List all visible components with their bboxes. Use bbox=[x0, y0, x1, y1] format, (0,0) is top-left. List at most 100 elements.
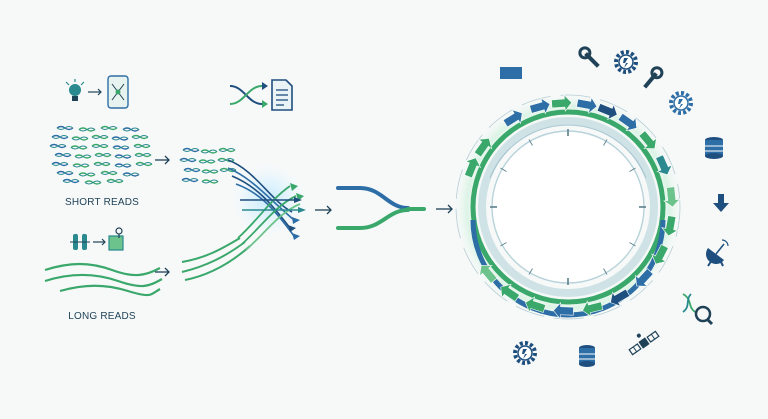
arrow-right-icon bbox=[155, 155, 170, 165]
ring-tick bbox=[629, 167, 636, 172]
ring-ticks bbox=[490, 129, 646, 285]
inner-arc-highlight bbox=[489, 124, 647, 179]
short-read-glyph bbox=[100, 125, 118, 131]
short-read-glyph bbox=[51, 161, 69, 167]
short-read-glyph bbox=[62, 178, 80, 184]
short-read-glyph bbox=[51, 134, 69, 140]
ring-tick bbox=[603, 139, 608, 146]
gene-arrow bbox=[655, 154, 673, 176]
gene-arrow bbox=[635, 268, 654, 287]
arrow-right-icon bbox=[315, 205, 332, 215]
short-read-glyph bbox=[54, 152, 72, 158]
short-read-glyph bbox=[78, 172, 96, 177]
gene-arrow bbox=[464, 157, 482, 179]
short-reads-cluster bbox=[49, 125, 153, 185]
gene-arrow bbox=[479, 265, 498, 284]
blue-block-icon bbox=[500, 67, 522, 79]
short-read-glyph bbox=[182, 147, 200, 153]
short-read-glyph bbox=[122, 127, 140, 132]
merging-reads-bundle bbox=[227, 159, 306, 251]
wrench-icon bbox=[578, 46, 600, 68]
gene-arrow bbox=[617, 112, 638, 132]
short-read-glyph bbox=[56, 125, 74, 131]
short-read-glyph bbox=[84, 180, 102, 185]
short-read-glyph bbox=[93, 161, 111, 167]
gene-arrow bbox=[502, 109, 523, 128]
ring-tick bbox=[629, 242, 636, 247]
genome-ring-outer bbox=[470, 109, 666, 305]
short-read-glyph bbox=[131, 134, 149, 140]
ring-tick bbox=[528, 139, 533, 146]
arrow-right-icon bbox=[436, 204, 453, 214]
short-read-glyph bbox=[122, 172, 140, 177]
ring-tick bbox=[528, 268, 533, 275]
short-read-glyph bbox=[56, 170, 74, 176]
short-read-glyph bbox=[134, 152, 152, 158]
document-icon bbox=[271, 79, 293, 111]
satellite-icon bbox=[628, 330, 660, 356]
genome-ring-middle bbox=[478, 117, 658, 297]
short-read-glyph bbox=[78, 127, 96, 132]
short-read-glyph bbox=[133, 143, 151, 149]
gene-arrow bbox=[582, 300, 604, 318]
gene-arrow bbox=[500, 283, 520, 302]
arrow-right-icon bbox=[88, 88, 102, 96]
arrow-right-icon bbox=[155, 267, 170, 277]
gene-arrow bbox=[553, 301, 574, 320]
gene-arrow bbox=[529, 97, 551, 115]
database-icon bbox=[579, 345, 595, 367]
short-read-glyph bbox=[112, 145, 130, 150]
short-read-glyph bbox=[74, 154, 92, 159]
gene-arrow bbox=[576, 96, 598, 114]
gene-arrow bbox=[473, 137, 493, 158]
gear-icon bbox=[669, 91, 693, 115]
ring-tick bbox=[500, 242, 507, 247]
short-read-glyph bbox=[179, 157, 197, 163]
database-icon bbox=[705, 137, 723, 159]
shuffle-icon bbox=[229, 82, 268, 108]
short-read-glyph bbox=[201, 179, 219, 184]
ring-tick bbox=[603, 268, 608, 275]
short-read-glyph bbox=[201, 169, 219, 174]
long-reads-input bbox=[181, 237, 251, 281]
short-read-glyph bbox=[200, 149, 218, 154]
long-reads-label: LONG READS bbox=[68, 311, 136, 322]
short-read-glyph bbox=[181, 177, 199, 183]
short-read-glyph bbox=[114, 154, 132, 159]
short-read-glyph bbox=[183, 167, 201, 173]
short-read-glyph bbox=[100, 170, 118, 176]
wrench-icon bbox=[643, 66, 664, 89]
genome-ring-inner bbox=[491, 130, 645, 284]
short-read-glyph bbox=[111, 136, 129, 141]
consensus-merge-line bbox=[336, 186, 426, 230]
ring-tick bbox=[500, 167, 507, 172]
lightbulb-icon bbox=[65, 79, 85, 101]
short-read-glyph bbox=[94, 152, 112, 158]
short-read-glyph bbox=[135, 161, 153, 167]
gene-arrow bbox=[596, 103, 618, 121]
gene-arrow bbox=[638, 130, 657, 149]
gene-arrow bbox=[651, 243, 669, 265]
outer-guide-ring bbox=[455, 94, 681, 320]
long-reads-waves bbox=[44, 262, 163, 297]
sequencer-chip-icon bbox=[107, 75, 129, 109]
short-reads-label: SHORT READS bbox=[64, 197, 140, 208]
short-read-glyph bbox=[91, 134, 109, 140]
short-read-glyph bbox=[71, 136, 89, 141]
gene-arrow bbox=[525, 296, 547, 314]
short-read-glyph bbox=[72, 163, 90, 168]
nanopore-pore-icon bbox=[70, 234, 90, 250]
gene-arrow bbox=[661, 215, 679, 237]
short-read-glyph bbox=[91, 143, 109, 149]
gene-annotation-arrows bbox=[464, 94, 681, 320]
gene-arrow bbox=[610, 288, 631, 307]
gene-arrow bbox=[551, 94, 573, 112]
short-reads-input bbox=[179, 147, 237, 184]
short-read-glyph bbox=[49, 143, 67, 149]
arrow-right-icon bbox=[93, 238, 106, 246]
flowcell-icon bbox=[108, 227, 124, 251]
short-read-glyph bbox=[114, 163, 132, 168]
gene-arrow bbox=[663, 186, 681, 208]
